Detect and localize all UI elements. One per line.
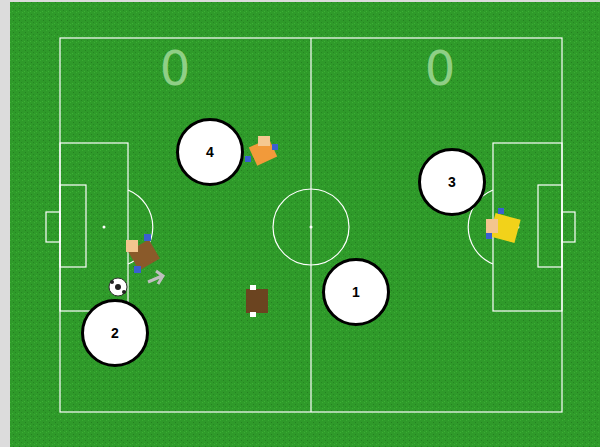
soccer-ball bbox=[109, 278, 127, 296]
player-yellow bbox=[486, 208, 521, 243]
callout-circle: 3 bbox=[418, 148, 486, 216]
callout-number: 3 bbox=[448, 175, 456, 189]
player-brown-blue bbox=[126, 234, 160, 273]
callout-circle: 1 bbox=[322, 258, 390, 326]
callout-number: 1 bbox=[352, 285, 360, 299]
callout-circle: 2 bbox=[81, 299, 149, 367]
score-number: 0 bbox=[160, 44, 191, 92]
callout-circle: 4 bbox=[176, 118, 244, 186]
callout-number: 4 bbox=[206, 145, 214, 159]
score-number: 0 bbox=[425, 44, 456, 92]
callout-number: 2 bbox=[111, 326, 119, 340]
player-orange bbox=[245, 136, 278, 166]
player-brown bbox=[246, 285, 268, 317]
